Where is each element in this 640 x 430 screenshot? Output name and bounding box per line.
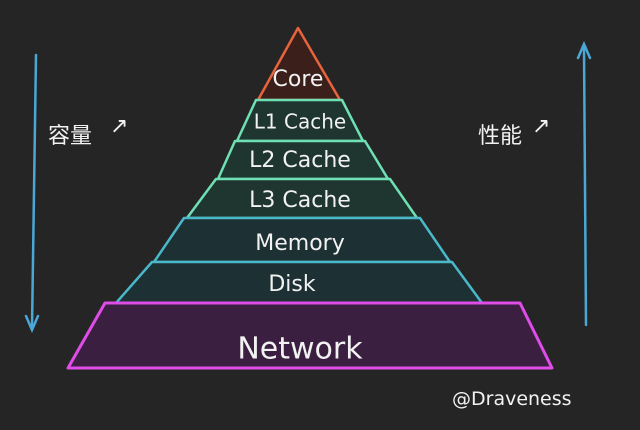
capacity-axis-line <box>30 53 38 330</box>
pyramid-level-label: L3 Cache <box>249 188 351 213</box>
pyramid-level-label: Memory <box>255 231 344 256</box>
pyramid-levels: Core L1 Cache L2 Cache L3 CacheMemoryDiskNe… <box>66 26 554 370</box>
pyramid-level-label: L2 Cache <box>249 148 351 173</box>
capacity-axis: 容量 ↗ <box>24 53 128 334</box>
pyramid-level-network <box>66 301 554 370</box>
capacity-axis-arrowhead <box>24 314 40 334</box>
pyramid-level-label: Disk <box>268 272 316 297</box>
author-signature: @Draveness <box>452 388 572 410</box>
performance-axis-line <box>582 46 588 327</box>
performance-label: 性能 <box>478 124 522 149</box>
pyramid-level-label: Network <box>237 332 363 367</box>
capacity-label: 容量 <box>48 124 92 149</box>
performance-axis-arrowhead <box>576 40 592 60</box>
performance-axis: 性能 ↗ <box>478 40 592 327</box>
capacity-up-arrow-icon: ↗ <box>110 114 128 139</box>
pyramid-level-label: Core <box>273 67 324 92</box>
performance-up-arrow-icon: ↗ <box>532 114 550 139</box>
pyramid-level-label: L1 Cache <box>254 110 346 134</box>
